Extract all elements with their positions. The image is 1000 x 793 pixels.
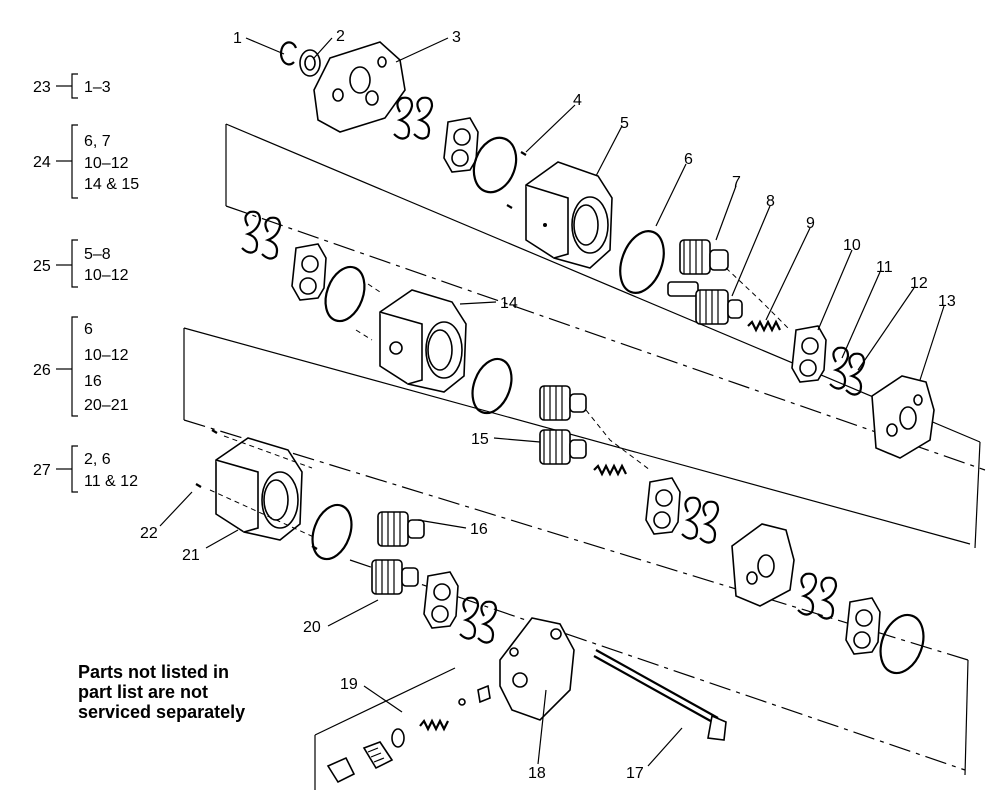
bearing-block-icon [645,477,681,535]
kit-group-27: 27 2, 6 11 & 12 [33,445,138,493]
kit-group-id: 24 [33,154,51,171]
kit-group-line: 10–12 [84,155,129,172]
relief-valve-icon [326,684,491,784]
spring-icon [747,319,781,333]
kit-group-line: 14 & 15 [84,176,139,193]
callout-15: 15 [471,431,489,448]
kit-group-line: 1–3 [84,79,111,96]
end-plate-icon [871,375,935,459]
pump-body-icon [525,161,613,269]
kit-group-id: 23 [33,79,51,96]
callout-20: 20 [303,619,321,636]
o-ring-icon [471,357,513,415]
service-note-line: part list are not [78,682,209,702]
callout-13: 13 [938,293,956,310]
kit-group-line: 6 [84,321,93,338]
seal-ring-icon [459,596,498,644]
kit-group-id: 27 [33,462,51,479]
service-note-line: serviced separately [78,702,246,722]
spring-icon [593,463,627,477]
kit-group-line: 11 & 12 [84,473,138,490]
cover-icon [499,617,575,721]
callout-19: 19 [340,676,358,693]
alignment-dashes [209,267,791,539]
o-ring-icon [619,230,665,294]
callout-21: 21 [182,547,200,564]
gear-icon [539,385,587,465]
callout-6: 6 [684,151,693,168]
callout-18: 18 [528,765,546,782]
kit-group-26: 26 6 10–12 16 20–21 [33,316,129,417]
callout-3: 3 [452,29,461,46]
callout-7: 7 [732,174,741,191]
bearing-block-icon [291,243,327,301]
gear-icon [371,511,425,595]
callout-11: 11 [876,259,893,276]
callout-16: 16 [470,521,488,538]
kit-group-23: 23 1–3 [33,73,111,99]
callout-14: 14 [500,295,518,312]
bearing-block-icon [423,571,459,629]
kit-group-line: 16 [84,373,102,390]
kit-group-line: 10–12 [84,267,129,284]
end-plate-icon [731,523,795,607]
callout-1: 1 [233,30,242,47]
callout-2: 2 [336,28,345,45]
kit-group-line: 6, 7 [84,133,111,150]
kit-group-line: 2, 6 [84,451,111,468]
leader-lines [159,37,945,767]
kit-group-line: 10–12 [84,347,129,364]
kit-group-line: 5–8 [84,246,111,263]
seal-ring-icon [797,572,838,620]
callout-8: 8 [766,193,775,210]
callout-22: 22 [140,525,158,542]
kit-group-line: 20–21 [84,397,129,414]
kit-group-24: 24 6, 7 10–12 14 & 15 [33,124,139,199]
o-ring-icon [879,613,925,675]
bearing-block-icon [791,325,827,383]
drive-gear-shaft-icon [667,281,743,325]
pump-body-icon [379,289,467,393]
kit-group-25: 25 5–8 10–12 [33,239,129,288]
assembly-axis-lines [183,123,986,790]
service-note: Parts not listed in part list are not se… [78,662,308,722]
pump-body-icon [215,437,303,541]
cover-icon [313,41,406,133]
o-ring-icon [324,265,366,323]
callout-labels: 1 2 3 4 5 6 7 8 9 10 11 12 13 14 15 16 1… [140,28,956,782]
callout-17: 17 [626,765,644,782]
seal-ring-icon [829,346,866,396]
bolt-icon [593,649,727,741]
bearing-block-icon [443,117,479,173]
gear-icon [679,239,729,275]
callout-12: 12 [910,275,928,292]
snap-ring-icon [279,41,298,66]
o-ring-icon [472,136,518,194]
callout-10: 10 [843,237,861,254]
service-note-line: Parts not listed in [78,662,230,682]
seal-ring-icon [393,96,434,140]
seal-ring-icon [241,210,282,260]
callout-4: 4 [573,92,582,109]
callout-5: 5 [620,115,629,132]
o-ring-icon [311,503,353,561]
callout-9: 9 [806,215,815,232]
kit-group-id: 25 [33,258,51,275]
bearing-block-icon [845,597,881,655]
kit-group-id: 26 [33,362,51,379]
seal-ring-icon [681,496,720,544]
dowel-icon [506,151,527,209]
